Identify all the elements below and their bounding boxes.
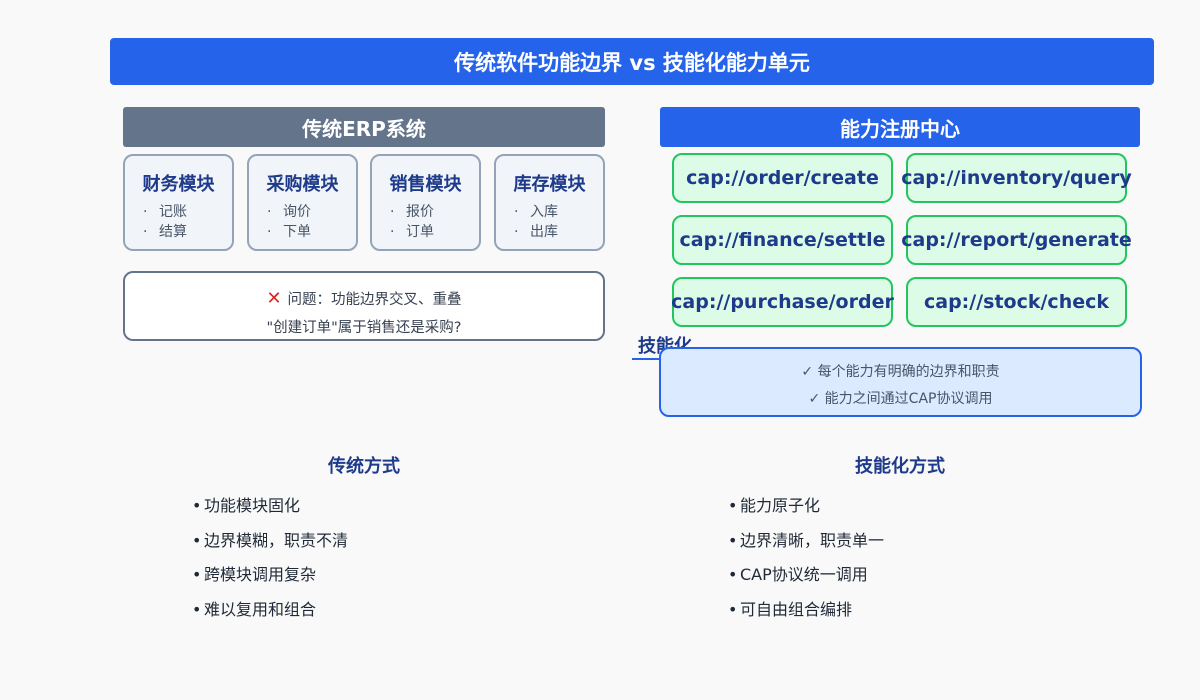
list-item-label: 难以复用和组合 [204,599,317,619]
module-item: ·出库 [514,224,558,240]
cross-mark-icon: ✕ [266,288,282,309]
skill-benefit: ✓ 每个能力有明确的边界和职责 [801,364,1000,380]
module-item: ·入库 [514,204,558,220]
module-item-label: 订单 [406,224,434,240]
module-item-label: 结算 [159,224,187,240]
module-item-label: 记账 [159,204,187,220]
module-title: 销售模块 [389,174,462,195]
capability-finance-settle: cap://finance/settle [672,215,893,265]
skillization-title: 技能化方式 [855,456,945,477]
capability-label: cap://report/generate [901,229,1132,251]
erp-header-label: 传统ERP系统 [302,116,426,141]
capability-label: cap://purchase/order [671,291,894,313]
traditional-list: •功能模块固化 •边界模糊，职责不清 •跨模块调用复杂 •难以复用和组合 [192,489,348,627]
module-inventory: 库存模块 ·入库 ·出库 [494,154,605,251]
skill-benefit: ✓ 能力之间通过CAP协议调用 [808,391,993,407]
capability-inventory-query: cap://inventory/query [901,153,1132,203]
module-purchase: 采购模块 ·询价 ·下单 [247,154,358,251]
list-item: •边界清晰，职责单一 [728,530,885,550]
module-item: ·记账 [143,204,187,220]
capability-stock-check: cap://stock/check [906,277,1127,327]
capability-label: cap://finance/settle [679,229,886,251]
problem-line-2: "创建订单"属于销售还是采购? [266,320,462,336]
skill-benefits-box: ✓ 每个能力有明确的边界和职责 ✓ 能力之间通过CAP协议调用 [659,347,1142,417]
skill-underline [632,358,666,360]
capability-order-create: cap://order/create [672,153,893,203]
capability-label: cap://stock/check [923,291,1110,313]
list-item: •能力原子化 [728,496,821,515]
module-item: ·询价 [267,204,311,220]
module-item: ·订单 [390,224,434,240]
module-item: ·报价 [390,204,434,220]
module-item-label: 报价 [406,204,434,220]
list-item-label: 边界模糊，职责不清 [204,530,349,550]
problem-box: ✕ 问题：功能边界交叉、重叠 "创建订单"属于销售还是采购? [123,271,605,341]
list-item-label: 边界清晰，职责单一 [740,530,885,550]
module-item-label: 询价 [283,204,311,220]
module-title: 库存模块 [513,174,586,195]
list-item-label: 跨模块调用复杂 [204,565,317,584]
capability-label: cap://order/create [686,167,879,189]
list-item: •边界模糊，职责不清 [192,530,349,550]
list-item-label: 功能模块固化 [204,496,301,515]
module-title: 财务模块 [142,174,215,195]
capability-report-generate: cap://report/generate [901,215,1132,265]
problem-line-1: ✕ 问题：功能边界交叉、重叠 [125,285,603,314]
skillization-list: •能力原子化 •边界清晰，职责单一 •CAP协议统一调用 •可自由组合编排 [728,489,884,627]
list-item: •可自由组合编排 [728,599,853,619]
module-item-label: 入库 [530,204,558,220]
list-item: •CAP协议统一调用 [728,565,868,584]
problem-text: 问题：功能边界交叉、重叠 [287,292,462,308]
registry-header-label: 能力注册中心 [840,116,960,141]
list-item: •跨模块调用复杂 [192,565,317,584]
page-title: 传统软件功能边界 vs 技能化能力单元 [454,50,810,75]
traditional-title: 传统方式 [328,456,400,477]
list-item: •难以复用和组合 [192,599,317,619]
erp-system-header: 传统ERP系统 [123,107,605,147]
list-item-label: CAP协议统一调用 [740,565,868,584]
module-item-label: 出库 [530,224,558,240]
list-item-label: 能力原子化 [740,496,821,515]
page-title-banner: 传统软件功能边界 vs 技能化能力单元 [110,38,1154,85]
module-title: 采购模块 [266,174,339,195]
capability-label: cap://inventory/query [901,167,1132,189]
capability-purchase-order: cap://purchase/order [671,277,894,327]
capability-registry-header: 能力注册中心 [660,107,1140,147]
module-finance: 财务模块 ·记账 ·结算 [123,154,234,251]
module-item-label: 下单 [283,224,311,240]
list-item-label: 可自由组合编排 [740,599,853,619]
module-item: ·结算 [143,224,187,240]
list-item: •功能模块固化 [192,496,301,515]
module-item: ·下单 [267,224,311,240]
module-sales: 销售模块 ·报价 ·订单 [370,154,481,251]
